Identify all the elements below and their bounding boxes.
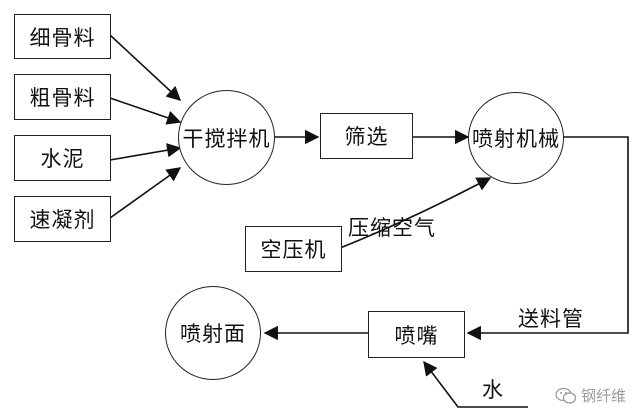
node-screening: 筛选 xyxy=(320,113,413,159)
label-delivery-pipe: 送料管 xyxy=(518,307,584,331)
edge-fine-to-mixer xyxy=(109,34,182,101)
edge-compressor-to-spray xyxy=(339,177,492,249)
node-dry-mixer: 干搅拌机 xyxy=(178,90,275,185)
node-cement: 水泥 xyxy=(14,135,111,181)
node-nozzle: 喷嘴 xyxy=(368,311,465,358)
node-spray-surface: 喷射面 xyxy=(165,286,261,380)
wechat-icon xyxy=(555,387,577,404)
node-spray-machine: 喷射机械 xyxy=(468,92,564,184)
edge-accelerator-to-mixer xyxy=(109,167,182,219)
node-fine-aggregate: 细骨料 xyxy=(14,14,111,59)
watermark-text: 钢纤维 xyxy=(580,387,626,405)
label-compressed-air: 压缩空气 xyxy=(348,216,436,240)
edge-spray-to-nozzle xyxy=(466,136,629,341)
node-coarse-aggregate: 粗骨料 xyxy=(14,74,111,120)
edge-coarse-to-mixer xyxy=(109,97,182,125)
watermark: 钢纤维 xyxy=(555,385,626,406)
edge-water-to-nozzle xyxy=(423,360,528,408)
edge-cement-to-mixer xyxy=(109,143,182,161)
node-accelerator: 速凝剂 xyxy=(14,196,111,242)
label-water: 水 xyxy=(482,378,504,402)
node-air-compressor: 空压机 xyxy=(245,226,342,272)
